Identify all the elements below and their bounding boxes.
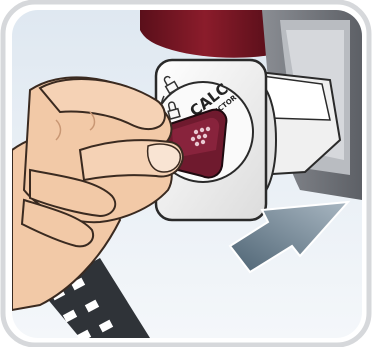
- instruction-drawing: CALC COLLECTOR: [0, 0, 372, 347]
- illustration: CALC COLLECTOR: [0, 0, 372, 347]
